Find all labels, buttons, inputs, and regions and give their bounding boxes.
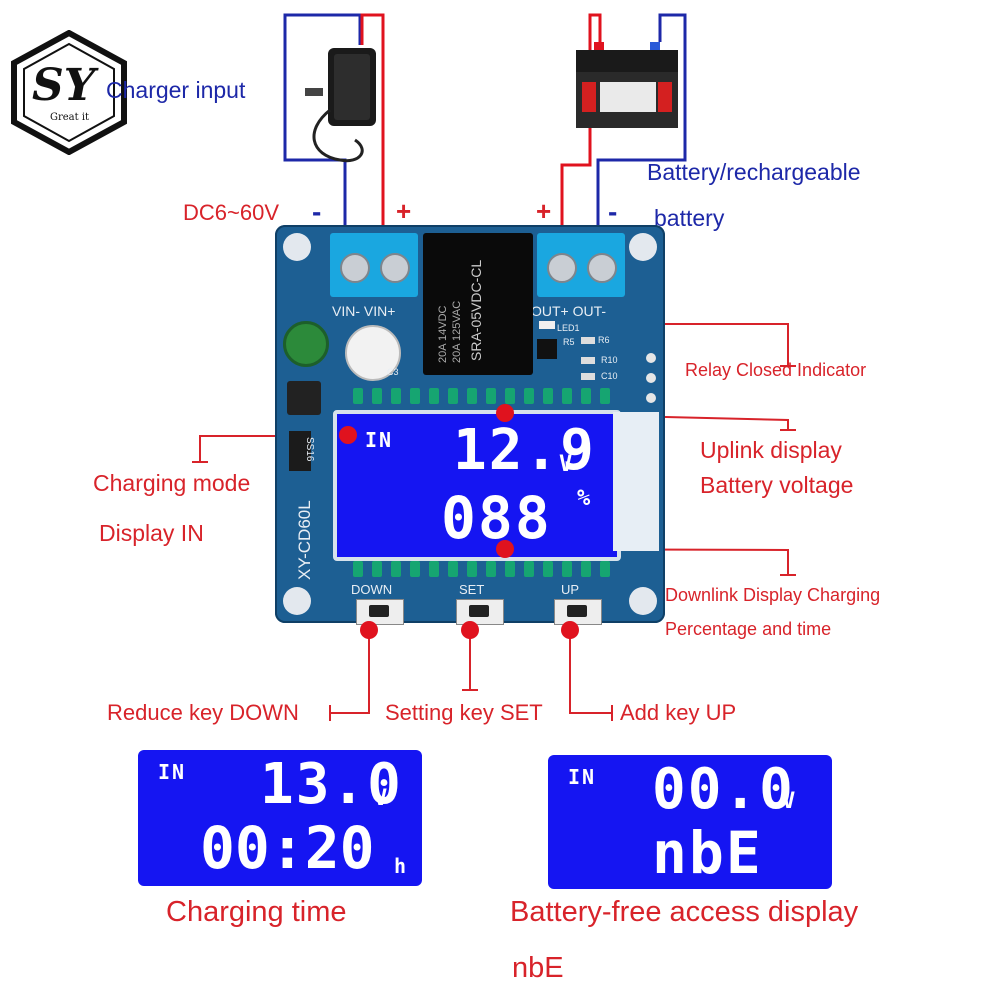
led1-silkscreen: LED1 bbox=[557, 323, 580, 333]
lcd-backlight-strip bbox=[613, 412, 659, 551]
no-battery-voltage-unit: V bbox=[782, 789, 798, 814]
out-terminal-block bbox=[537, 233, 625, 297]
uplink-marker-dot bbox=[496, 404, 514, 422]
vin-terminal-block bbox=[330, 233, 418, 297]
down-silkscreen: DOWN bbox=[351, 582, 393, 597]
dc-range-label: DC6~60V bbox=[183, 200, 280, 225]
add-key-label: Add key UP bbox=[620, 700, 737, 725]
r6-silkscreen: R6 bbox=[598, 335, 610, 345]
charging-time-voltage-unit: V bbox=[374, 786, 390, 811]
battery-free-caption-line2: nbE bbox=[512, 952, 564, 984]
c3-silkscreen: C3 bbox=[387, 367, 399, 377]
mount-hole-br bbox=[629, 587, 657, 615]
reduce-key-label: Reduce key DOWN bbox=[107, 700, 299, 725]
board-lcd-voltage-unit: V bbox=[559, 452, 575, 477]
minus-left-label: - bbox=[312, 196, 322, 227]
board-lcd-voltage: 12.9 bbox=[453, 418, 596, 483]
down-key-callout bbox=[330, 630, 370, 714]
lcd-pin-header-bottom bbox=[353, 561, 633, 577]
vin-silkscreen: VIN- VIN+ bbox=[332, 303, 396, 319]
up-key-marker-dot bbox=[561, 621, 579, 639]
relay-part-number: SRA-05VDC-CL bbox=[468, 259, 484, 361]
model-silkscreen: XY-CD60L bbox=[295, 500, 314, 580]
no-battery-code: nbE bbox=[652, 819, 763, 887]
charging-time-unit: h bbox=[394, 854, 409, 878]
plus-right-label: + bbox=[536, 196, 552, 226]
battery-label-line1: Battery/rechargeable bbox=[647, 159, 861, 185]
charger-input-label: Charger input bbox=[106, 77, 246, 103]
up-silkscreen: UP bbox=[561, 582, 580, 597]
up-key-callout bbox=[569, 632, 612, 714]
mount-hole-bl bbox=[283, 587, 311, 615]
charging-mode-label-line2: Display IN bbox=[99, 520, 204, 546]
set-key[interactable] bbox=[450, 596, 510, 626]
downlink-label-line2: Percentage and time bbox=[665, 619, 832, 639]
no-battery-display: IN 00.0 V nbE bbox=[548, 755, 832, 889]
uplink-label-line1: Uplink display bbox=[700, 437, 842, 463]
hexagon-logo-icon bbox=[11, 29, 127, 156]
battery-free-caption-line1: Battery-free access display bbox=[510, 896, 859, 928]
capacitor-white bbox=[345, 325, 401, 381]
charging-time-caption: Charging time bbox=[166, 896, 347, 928]
battery-negative-wire bbox=[596, 13, 687, 262]
relay-rating-ac: 20A 125VAC bbox=[451, 300, 463, 363]
ss16-silkscreen: SS16 bbox=[304, 437, 315, 462]
charging-time-display: IN 13.0 V 00:20 h bbox=[138, 750, 422, 886]
r10-silkscreen: R10 bbox=[601, 355, 618, 365]
diode bbox=[289, 431, 311, 471]
inductor bbox=[287, 381, 321, 415]
up-key[interactable] bbox=[548, 596, 608, 626]
lcd-pin-header-top bbox=[353, 388, 633, 404]
brand-logo: SY Great it bbox=[10, 29, 128, 156]
charging-mode-label-line1: Charging mode bbox=[93, 470, 251, 496]
plus-left-label: + bbox=[396, 196, 412, 226]
logo-tagline: Great it bbox=[50, 112, 90, 123]
charging-time-voltage: 13.0 bbox=[260, 752, 403, 817]
logo-letters: SY bbox=[32, 60, 96, 111]
board-lcd-display: IN 12.9 V 088 % bbox=[333, 410, 621, 561]
relay-rating-dc: 20A 14VDC bbox=[437, 305, 449, 363]
uplink-label-line2: Battery voltage bbox=[700, 472, 854, 498]
down-key-marker-dot bbox=[360, 621, 378, 639]
mount-hole-tl bbox=[283, 233, 311, 261]
minus-right-label: - bbox=[608, 196, 618, 227]
r5-silkscreen: R5 bbox=[563, 337, 575, 347]
c10-silkscreen: C10 bbox=[601, 371, 618, 381]
board-lcd-mode: IN bbox=[365, 428, 394, 452]
setting-key-label: Setting key SET bbox=[385, 700, 543, 725]
relay-led-indicator bbox=[539, 321, 555, 329]
relay-indicator-label: Relay Closed Indicator bbox=[685, 360, 867, 380]
relay-module: SRA-05VDC-CL 20A 14VDC 20A 125VAC bbox=[423, 233, 533, 375]
set-key-marker-dot bbox=[461, 621, 479, 639]
out-silkscreen: OUT+ OUT- bbox=[531, 303, 607, 319]
downlink-label-line1: Downlink Display Charging bbox=[665, 585, 881, 605]
charger-positive-wire bbox=[360, 13, 385, 265]
board-lcd-percentage: 088 bbox=[441, 484, 552, 552]
charging-time-mode: IN bbox=[158, 760, 187, 784]
down-key[interactable] bbox=[350, 596, 410, 626]
mount-hole-tr bbox=[629, 233, 657, 261]
board-lcd-percent-unit: % bbox=[577, 486, 593, 511]
downlink-marker-dot bbox=[496, 540, 514, 558]
mode-marker-dot bbox=[339, 426, 357, 444]
car-battery-icon bbox=[572, 40, 682, 130]
relay-indicator-callout bbox=[662, 323, 789, 366]
no-battery-mode: IN bbox=[568, 765, 597, 789]
charging-time-value: 00:20 bbox=[200, 814, 375, 882]
charger-adapter-icon bbox=[300, 40, 390, 170]
no-battery-voltage: 00.0 bbox=[652, 757, 795, 822]
set-silkscreen: SET bbox=[459, 582, 485, 597]
charger-negative-wire bbox=[283, 13, 362, 265]
battery-label-line2: battery bbox=[654, 205, 725, 231]
capacitor-green bbox=[283, 321, 329, 367]
